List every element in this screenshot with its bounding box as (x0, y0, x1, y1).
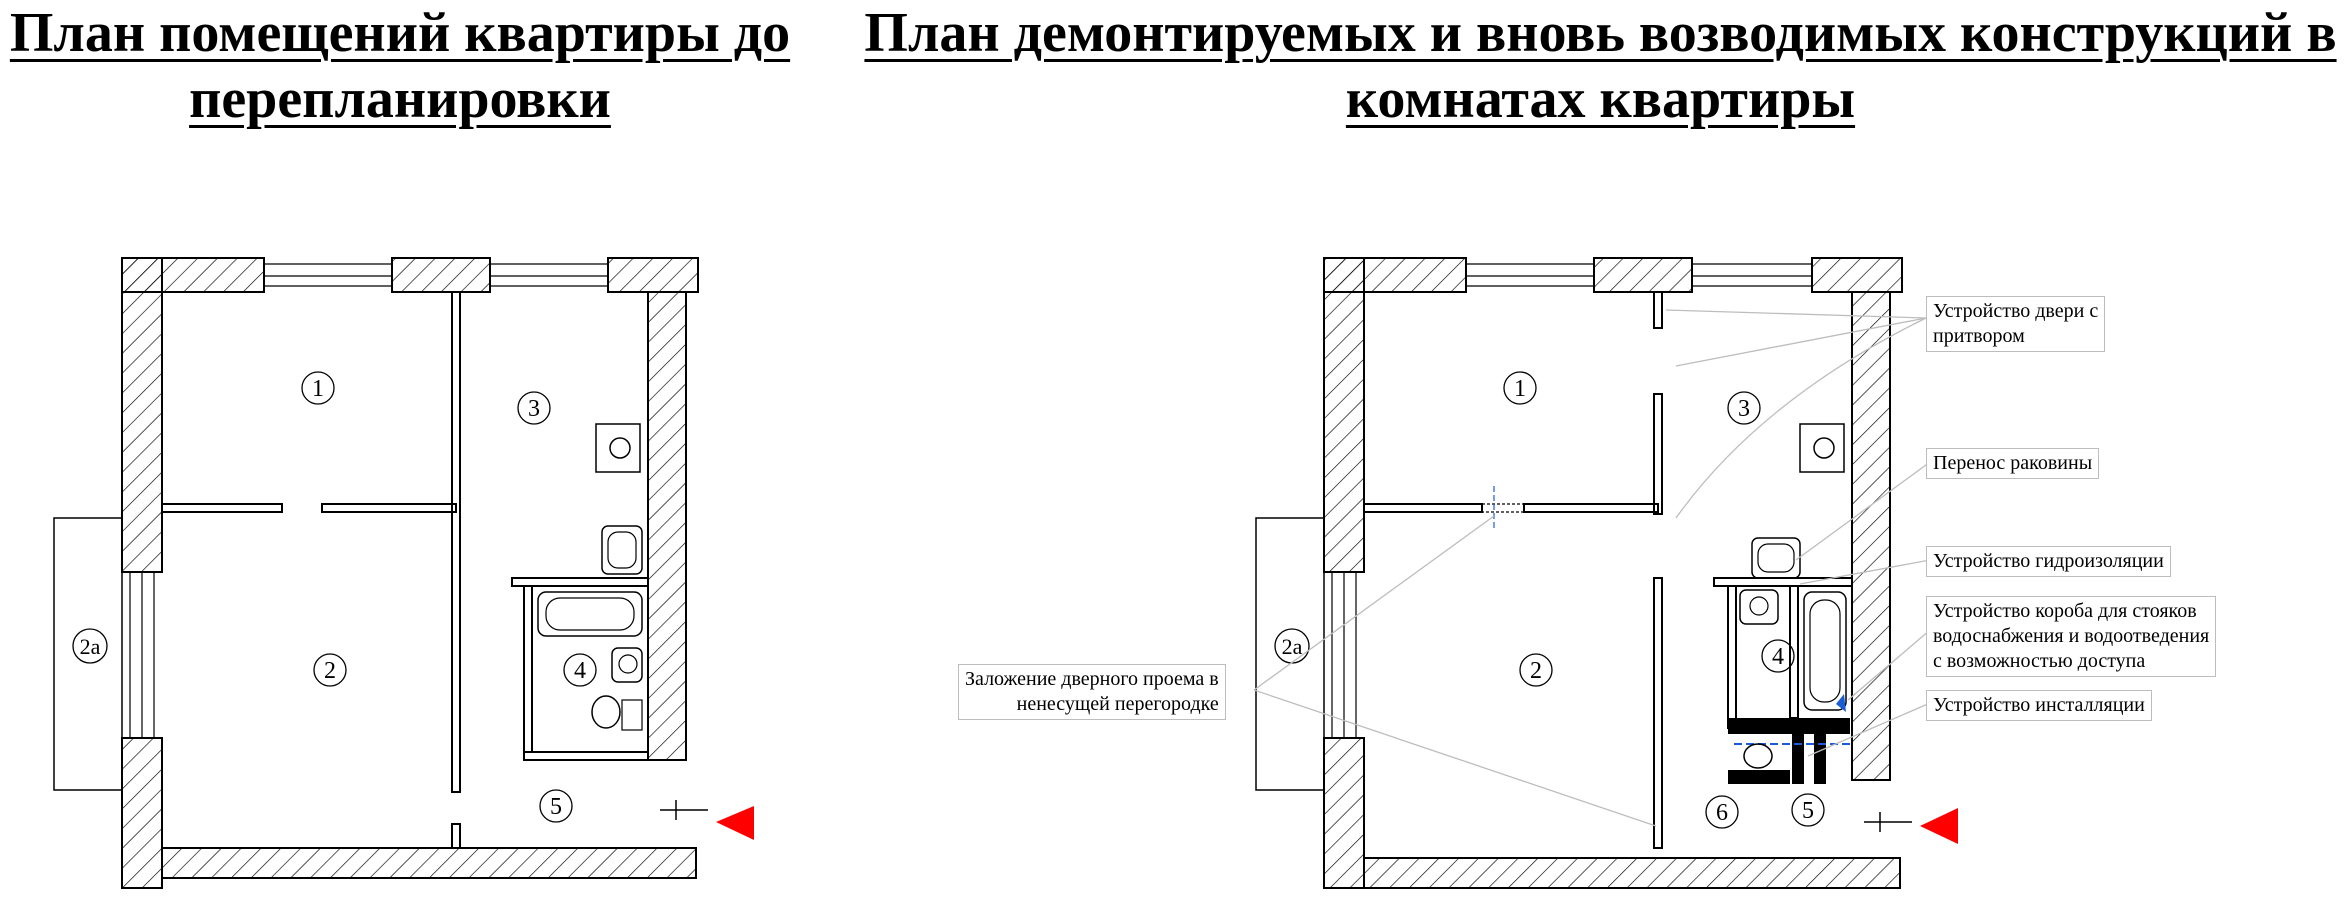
room-number-2a-after: 2а (1282, 634, 1303, 659)
room-number-3-before: 3 (528, 396, 540, 422)
callout-opening: Заложение дверного проема в ненесущей пе… (958, 664, 1226, 720)
room-number-2a-before: 2а (80, 634, 101, 659)
partitions-before (161, 291, 649, 849)
wall-south-after (1363, 857, 1901, 889)
room-number-2-before: 2 (324, 658, 336, 684)
stove-before (595, 423, 641, 473)
callout-sink: Перенос раковины (1926, 448, 2100, 479)
wall-north-1-after (1323, 257, 1467, 293)
bathtub-before (537, 591, 643, 637)
partitions-after (1363, 291, 1853, 849)
window-west-after (1331, 572, 1357, 738)
title-before-line2: перепланировки (189, 68, 611, 130)
room-number-4-after: 4 (1772, 644, 1784, 670)
wall-west-lower-after (1323, 737, 1365, 889)
filled-opening (1481, 503, 1525, 513)
room-number-2-after: 2 (1530, 658, 1542, 684)
room-number-1-after: 1 (1514, 376, 1526, 402)
room-labels-before: 1 2 2а 3 4 5 (72, 371, 597, 823)
balcony-outline-after (1255, 517, 1325, 791)
wall-north-1 (121, 257, 265, 293)
title-before-line1: План помещений квартиры до (9, 2, 791, 64)
windows-north (264, 263, 608, 287)
plan-after: 1 2 2а 3 4 5 6 (1253, 257, 1958, 889)
wall-north-3-after (1811, 257, 1903, 293)
entry-arrow-after (1920, 808, 1958, 844)
room-number-1-before: 1 (312, 376, 324, 402)
wall-east (647, 291, 687, 761)
callout-installation: Устройство инсталляции (1926, 690, 2152, 721)
callout-box: Устройство короба для стояков водоснабже… (1926, 596, 2217, 677)
wall-south (161, 847, 697, 879)
windows-north-after (1466, 263, 1812, 287)
wall-west-upper (121, 257, 163, 573)
install-wall-lower (1728, 770, 1790, 784)
stove-after (1799, 423, 1845, 473)
window-west (129, 572, 155, 738)
title-before: План помещений квартиры до перепланировк… (0, 0, 800, 132)
wall-east-after (1851, 291, 1891, 781)
wall-north-2 (391, 257, 491, 293)
wall-west-lower (121, 737, 163, 889)
plan-before: 1 2 2а 3 4 5 (53, 257, 754, 889)
title-after-line2: комнатах квартиры (1345, 68, 1856, 130)
install-wall (1728, 718, 1850, 734)
sink-after (1751, 537, 1801, 579)
entry-arrow-before (716, 806, 754, 840)
balcony-outline (53, 517, 123, 791)
room-number-5-before: 5 (550, 794, 562, 820)
bathtub-after (1803, 591, 1847, 711)
sink-before (601, 525, 643, 575)
title-after-line1: План демонтируемых и вновь возводимых ко… (864, 2, 2337, 64)
wall-west-upper-after (1323, 257, 1365, 573)
callout-waterproofing: Устройство гидроизоляции (1926, 546, 2171, 577)
wall-north-3 (607, 257, 699, 293)
room-number-4-before: 4 (574, 658, 586, 684)
wall-north-2-after (1593, 257, 1693, 293)
washbasin-before (611, 647, 643, 683)
toilet-before (591, 695, 643, 731)
title-after: План демонтируемых и вновь возводимых ко… (850, 0, 2351, 132)
room-number-5-after: 5 (1802, 798, 1814, 824)
toilet-after (1743, 743, 1773, 769)
room-number-3-after: 3 (1738, 396, 1750, 422)
room-labels-after: 1 2 2а 3 4 5 6 (1274, 371, 1825, 829)
callout-leaders (1253, 309, 1931, 827)
room-number-6-after: 6 (1716, 800, 1728, 826)
callout-door: Устройство двери с притвором (1926, 296, 2106, 352)
washbasin-after (1739, 589, 1779, 625)
